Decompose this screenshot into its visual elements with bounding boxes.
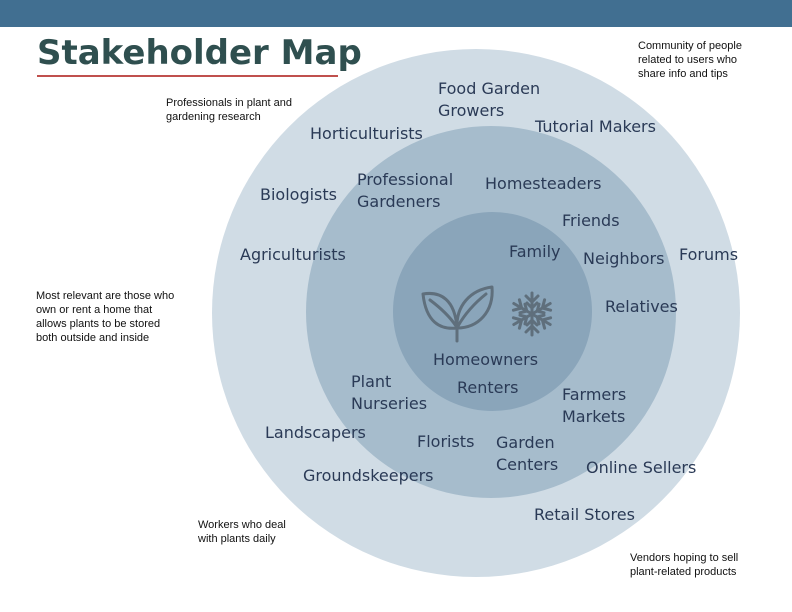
label-agriculturists: Agriculturists [240,245,346,264]
snowflake-icon [509,291,555,337]
label-line: Nurseries [351,394,428,413]
label-renters: Renters [457,378,519,397]
label-retail-stores: Retail Stores [534,505,635,524]
label-line: Garden [496,433,555,452]
title-underline [37,75,338,77]
page-title: Stakeholder Map [37,33,362,73]
note-line: allows plants to be stored [36,318,161,330]
label-line: Plant [351,372,392,391]
note-line: Community of people [638,40,742,52]
label-homeowners: Homeowners [433,350,539,369]
note-vendors: Vendors hoping to sell plant-related pro… [630,551,738,579]
label-friends: Friends [562,211,620,230]
note-homeowners: Most relevant are those who own or rent … [36,289,174,345]
note-line: share info and tips [638,68,728,80]
note-line: Most relevant are those who [36,290,175,302]
label-line: Markets [562,407,626,426]
label-line: Centers [496,455,559,474]
top-bar [0,0,792,27]
label-plant-nurseries: Plant Nurseries [351,371,427,415]
note-line: with plants daily [198,533,276,545]
label-neighbors: Neighbors [583,249,665,268]
label-farmers-markets: Farmers Markets [562,384,626,428]
label-family: Family [509,242,561,261]
label-professional-gardeners: Professional Gardeners [357,169,453,213]
note-line: own or rent a home that [36,304,153,316]
label-line: Growers [438,101,505,120]
label-tutorial-makers: Tutorial Makers [535,117,656,136]
note-line: gardening research [166,111,261,123]
label-line: Food Garden [438,79,541,98]
label-biologists: Biologists [260,185,337,204]
note-line: related to users who [638,54,738,66]
label-landscapers: Landscapers [265,423,366,442]
note-line: Professionals in plant and [166,97,292,109]
note-researchers: Professionals in plant and gardening res… [166,96,292,124]
label-food-garden-growers: Food Garden Growers [438,78,540,122]
note-workers: Workers who deal with plants daily [198,518,286,546]
note-line: plant-related products [630,566,737,578]
note-line: Vendors hoping to sell [630,552,739,564]
leaf-icon [421,285,494,343]
label-line: Gardeners [357,192,441,211]
note-community: Community of people related to users who… [638,39,742,81]
label-homesteaders: Homesteaders [485,174,602,193]
label-line: Farmers [562,385,627,404]
label-garden-centers: Garden Centers [496,432,558,476]
label-horticulturists: Horticulturists [310,124,423,143]
label-groundskeepers: Groundskeepers [303,466,434,485]
label-forums: Forums [679,245,739,264]
label-online-sellers: Online Sellers [586,458,697,477]
note-line: both outside and inside [36,332,150,344]
label-line: Professional [357,170,454,189]
label-relatives: Relatives [605,297,678,316]
label-florists: Florists [417,432,475,451]
note-line: Workers who deal [198,519,286,531]
